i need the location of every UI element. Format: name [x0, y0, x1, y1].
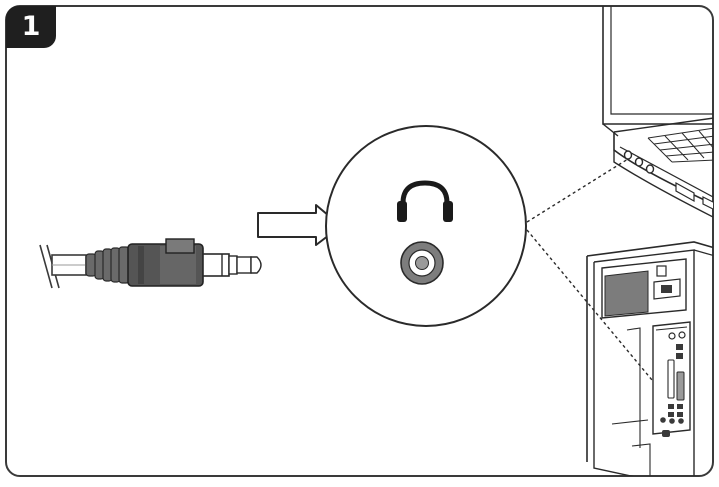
zoom-callout — [325, 125, 527, 327]
leader-line-laptop — [526, 158, 629, 223]
desktop-tower-rear-illustration — [586, 241, 713, 476]
audio-jack-port-icon — [400, 241, 444, 285]
headphones-icon — [397, 180, 453, 222]
3-5mm-audio-plug — [85, 238, 262, 287]
leader-line-desktop — [526, 229, 673, 405]
audio-plug-cable — [39, 244, 87, 289]
step-number: 1 — [21, 11, 41, 42]
step-number-badge: 1 — [6, 6, 56, 48]
laptop-illustration — [602, 6, 713, 219]
